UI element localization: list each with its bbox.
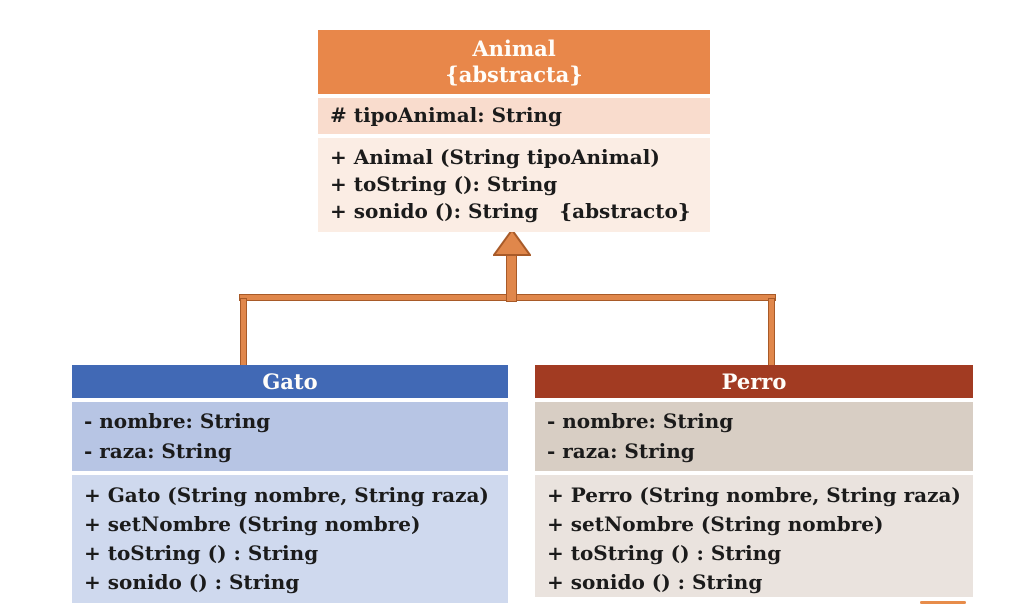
class-box-perro: Perro - nombre: String - raza: String + … [535,365,973,597]
method-row: + setNombre (String nombre) [84,512,421,536]
class-stereotype-animal: {abstracta} [445,62,583,87]
method-row: + sonido (): String {abstracto} [330,199,691,223]
class-name-perro: Perro [721,369,787,394]
class-header-animal: Animal {abstracta} [318,30,710,94]
attribute-row: - raza: String [84,439,232,463]
attribute-row: - nombre: String [84,409,271,433]
method-row: + toString () : String [84,541,319,565]
class-name-animal: Animal [472,36,556,61]
class-header-perro: Perro [535,365,973,398]
connector-right-vertical [768,298,775,366]
method-row: + Animal (String tipoAnimal) [330,145,660,169]
methods-section-perro: + Perro (String nombre, String raza) + s… [535,475,973,597]
method-row: + sonido () : String [547,570,763,594]
methods-section-gato: + Gato (String nombre, String raza) + se… [72,475,508,603]
inheritance-arrowhead-icon [493,229,531,256]
attribute-row: - nombre: String [547,409,734,433]
method-row: + setNombre (String nombre) [547,512,884,536]
connector-arrow-shaft [506,252,517,302]
class-box-animal: Animal {abstracta} # tipoAnimal: String … [318,30,710,232]
attributes-section-animal: # tipoAnimal: String [318,98,710,134]
attributes-section-perro: - nombre: String - raza: String [535,402,973,471]
method-row: + toString () : String [547,541,782,565]
method-row: + sonido () : String [84,570,300,594]
class-box-gato: Gato - nombre: String - raza: String + G… [72,365,508,603]
methods-section-animal: + Animal (String tipoAnimal) + toString … [318,138,710,232]
method-row: + Gato (String nombre, String raza) [84,483,489,507]
class-name-gato: Gato [262,369,318,394]
cutoff-shape-edge [920,601,966,604]
class-header-gato: Gato [72,365,508,398]
connector-left-vertical [240,298,247,366]
attributes-section-gato: - nombre: String - raza: String [72,402,508,471]
method-row: + Perro (String nombre, String raza) [547,483,961,507]
attribute-row: # tipoAnimal: String [330,103,562,127]
attribute-row: - raza: String [547,439,695,463]
method-row: + toString (): String [330,172,558,196]
